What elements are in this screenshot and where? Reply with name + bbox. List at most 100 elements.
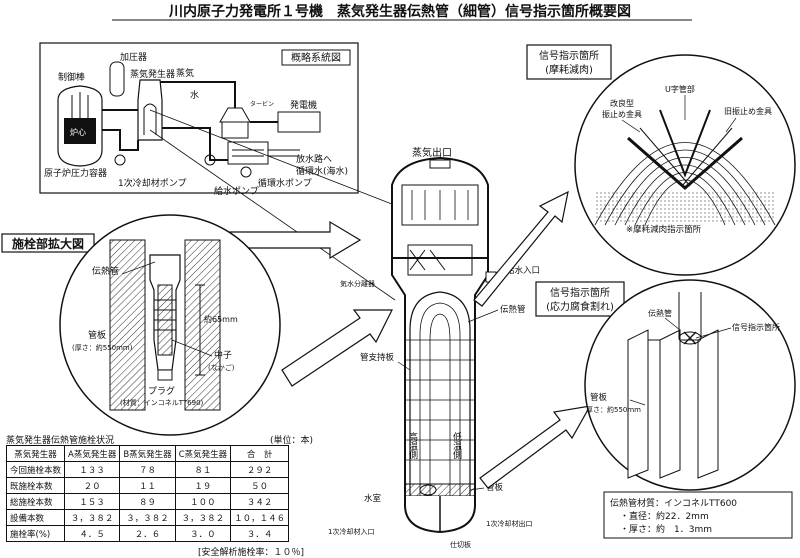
table-cell: ８１ (174, 461, 232, 478)
sg-primary-inlet-label: 1次冷却材入口 (328, 527, 374, 536)
table-cell: ７８ (119, 461, 176, 478)
table-cell: 今回施栓本数 (5, 461, 66, 478)
table-cell: ２．６ (119, 525, 176, 542)
wear-subheading: (摩耗減肉) (545, 63, 593, 76)
table-header-row: 蒸気発生器 A蒸気発生器 B蒸気発生器 C蒸気発生器 合 計 (5, 445, 290, 462)
sg-primary-outlet-label: 1次冷却材出口 (486, 519, 532, 528)
sg-feedwater-label: 給水入口 (506, 265, 540, 276)
table-caption: 蒸気発生器伝熱管施栓状況 (6, 436, 115, 446)
reactor-vessel-shape (57, 85, 103, 167)
sg-water-chamber-label: 水室 (364, 493, 382, 504)
table-cell: ３，３８２ (119, 509, 176, 526)
callout-line-bottom (149, 129, 396, 301)
core-block (64, 118, 96, 144)
table-row: 既施栓本数 ２０ １１ １９ ５０ (5, 477, 290, 494)
scc-heading: 信号指示箇所 (550, 286, 610, 299)
material-box: 伝熱管材質：インコネルTT600 ・直径：約22．2mm ・厚さ：約 1．3mm (603, 491, 793, 539)
generator-label: 発電機 (290, 99, 317, 111)
pressurizer-label: 加圧器 (120, 52, 147, 63)
table-cell: １０，１４６ (230, 509, 290, 526)
table-row: 設備本数 ３，３８２ ３，３８２ ３，３８２ １０，１４６ (5, 509, 290, 526)
table-cell: ４．５ (64, 525, 121, 542)
system-diagram: 概略系統図 加圧器 制御棒 蒸気発生器 蒸気 水 タービン 発電 (39, 42, 359, 197)
table-cell: 施栓率(%) (5, 525, 66, 542)
scc-marker-label: 信号指示箇所 (732, 322, 780, 332)
table-cell: ３，３８２ (64, 509, 121, 526)
plug-tubesheet-thickness: (厚さ：約550mm) (72, 343, 133, 352)
table-cell: ３．０ (174, 525, 232, 542)
scc-tube-label: 伝熱管 (648, 308, 672, 318)
table-cell: ３４２ (230, 493, 290, 510)
table-cell: ３，３８２ (174, 509, 232, 526)
plug-core-label: 中子 (214, 349, 232, 361)
core-label: 炉心 (70, 127, 86, 137)
table-row: 施栓率(%) ４．５ ２．６ ３．０ ３．４ (5, 525, 290, 542)
arrow-sg-to-scc (479, 405, 592, 489)
plug-tubesheet-label: 管板 (88, 329, 106, 341)
table-cell: １００ (174, 493, 232, 510)
table-row: 今回施栓本数 １３３ ７８ ８１ ２９２ (5, 461, 290, 478)
table-cell: ５０ (230, 477, 290, 494)
arrow-sg-to-wear (473, 190, 569, 307)
circulating-water-label: 循環水(海水) (296, 165, 348, 177)
table-cell: １９ (174, 477, 232, 494)
wear-newbar-label-1: 改良型 (610, 98, 634, 108)
steam-generator-vessel (391, 156, 497, 534)
wear-ubend-label: U字管部 (665, 84, 695, 94)
table-header-cell: 合 計 (230, 445, 290, 462)
table-cell: ２９２ (230, 461, 290, 478)
sg-heat-tube-label: 伝熱管 (500, 304, 526, 315)
feed-pump-label: 給水ポンプ (214, 185, 259, 197)
table-cell: １５３ (64, 493, 121, 510)
table-cell: ３．４ (230, 525, 290, 542)
scc-detail: 信号指示箇所 (応力腐食割れ) 伝熱管 信号指示箇所 管板 厚さ：約550mm (535, 279, 796, 491)
circ-pump-label: 循環水ポンプ (258, 177, 312, 189)
steam-label: 蒸気 (176, 67, 194, 79)
wear-oldbar-label: 旧振止め金具 (724, 106, 772, 116)
plug-status-table: 蒸気発生器 A蒸気発生器 B蒸気発生器 C蒸気発生器 合 計 今回施栓本数 １３… (5, 445, 290, 542)
sg-separator-label: 気水分離器 (340, 279, 375, 288)
table-cell: 総施栓本数 (5, 493, 66, 510)
table-cell: １３３ (64, 461, 121, 478)
discharge-label: 放水路へ (296, 153, 332, 165)
scc-subheading: (応力腐食割れ) (546, 300, 614, 313)
table-header-cell: 蒸気発生器 (5, 445, 66, 462)
wear-newbar-label-2: 振止め金具 (602, 109, 642, 119)
table-cell: 既施栓本数 (5, 477, 66, 494)
water-label: 水 (190, 89, 199, 101)
table-cell: ２０ (64, 477, 121, 494)
scc-thickness-label: 厚さ：約550mm (586, 405, 641, 414)
plug-tube-label: 伝熱管 (92, 265, 119, 277)
turbine-label: タービン (250, 100, 274, 108)
table-unit: (単位：本) (270, 436, 314, 446)
control-rod-label: 制御棒 (58, 71, 85, 83)
reactor-vessel-label: 原子炉圧力容器 (44, 167, 107, 179)
sg-steam-outlet-label: 蒸気出口 (412, 146, 452, 159)
wear-heading: 信号指示箇所 (539, 49, 599, 62)
system-heading: 概略系統図 (291, 51, 341, 64)
plug-core-kana: (なかご) (208, 363, 235, 372)
plug-heading: 施栓部拡大図 (12, 236, 84, 251)
material-line-3: ・厚さ：約 1．3mm (620, 523, 712, 535)
table-cell: 設備本数 (5, 509, 66, 526)
callout-line-top (149, 109, 421, 216)
table-header-cell: B蒸気発生器 (119, 445, 176, 462)
table-cell: ８９ (119, 493, 176, 510)
sg-cold-side-label: 低温側 (451, 431, 462, 459)
material-line-1: 伝熱管材質：インコネルTT600 (610, 497, 737, 509)
sg-divider-label: 仕切板 (450, 540, 471, 549)
arrow-plug-to-sg (281, 309, 393, 387)
wear-note: ※摩耗減肉指示箇所 (626, 224, 702, 235)
table-row: 総施栓本数 １５３ ８９ １００ ３４２ (5, 493, 290, 510)
primary-pump-label: 1次冷却材ポンプ (118, 177, 186, 189)
table-cell: １１ (119, 477, 176, 494)
plug-material-label: (材質：インコネルTT690) (120, 398, 204, 407)
table-header-cell: C蒸気発生器 (174, 445, 232, 462)
sg-support-plate-label: 管支持板 (360, 352, 395, 363)
table-header-cell: A蒸気発生器 (64, 445, 121, 462)
plug-dim-label: 約65mm (204, 314, 238, 324)
table-footnote: [安全解析施栓率：１０％] (198, 548, 305, 558)
scc-tubesheet-label: 管板 (590, 392, 608, 403)
steam-generator-label: 蒸気発生器 (130, 68, 175, 80)
